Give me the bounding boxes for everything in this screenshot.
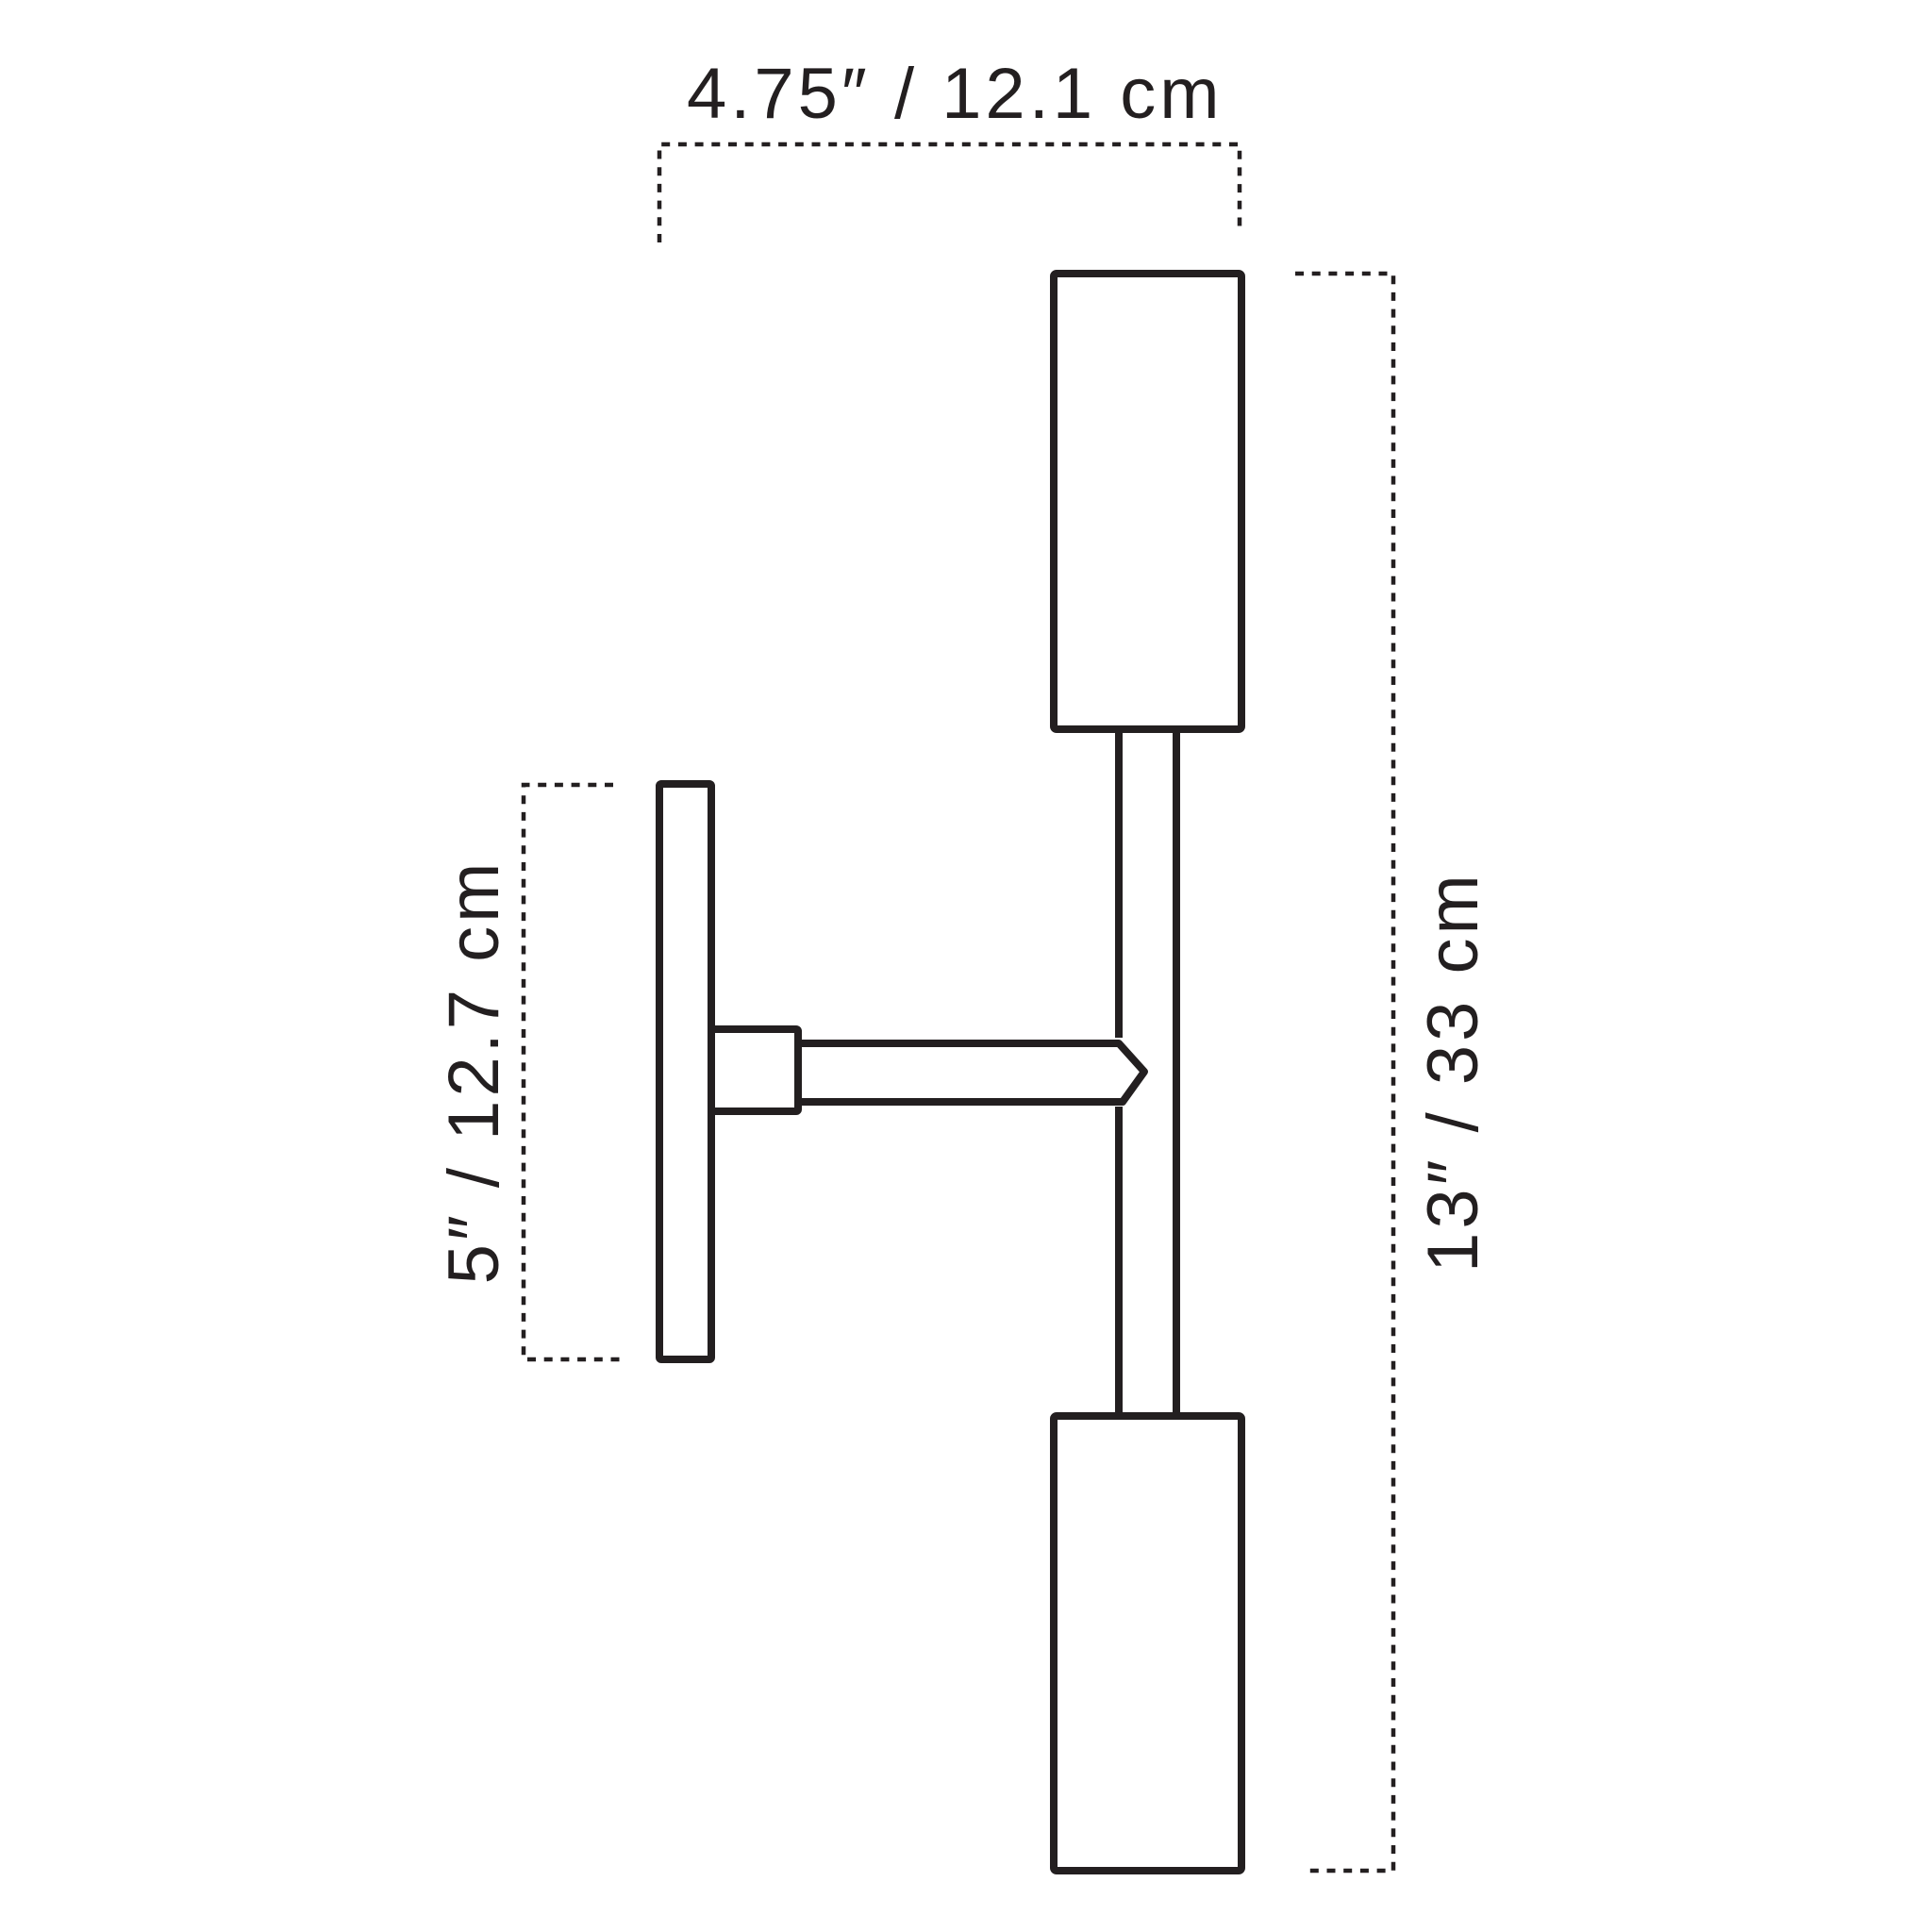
overall-height-dimension-bracket: [1295, 271, 1396, 1874]
overall-height-dimension-label: 13″ / 33 cm: [1413, 871, 1493, 1273]
wall-backplate: [656, 780, 715, 1363]
vertical-stem: [1115, 729, 1180, 1416]
socket-collar: [708, 1025, 802, 1115]
backplate-height-dimension-bracket: [521, 782, 623, 1362]
backplate-height-dimension-label: 5″ / 12.7 cm: [434, 858, 514, 1285]
lower-shade: [1050, 1412, 1245, 1874]
width-dimension-label: 4.75″ / 12.1 cm: [687, 54, 1224, 134]
width-dimension-bracket: [657, 142, 1242, 242]
horizontal-arm: [798, 1040, 1148, 1106]
upper-shade: [1050, 270, 1245, 733]
